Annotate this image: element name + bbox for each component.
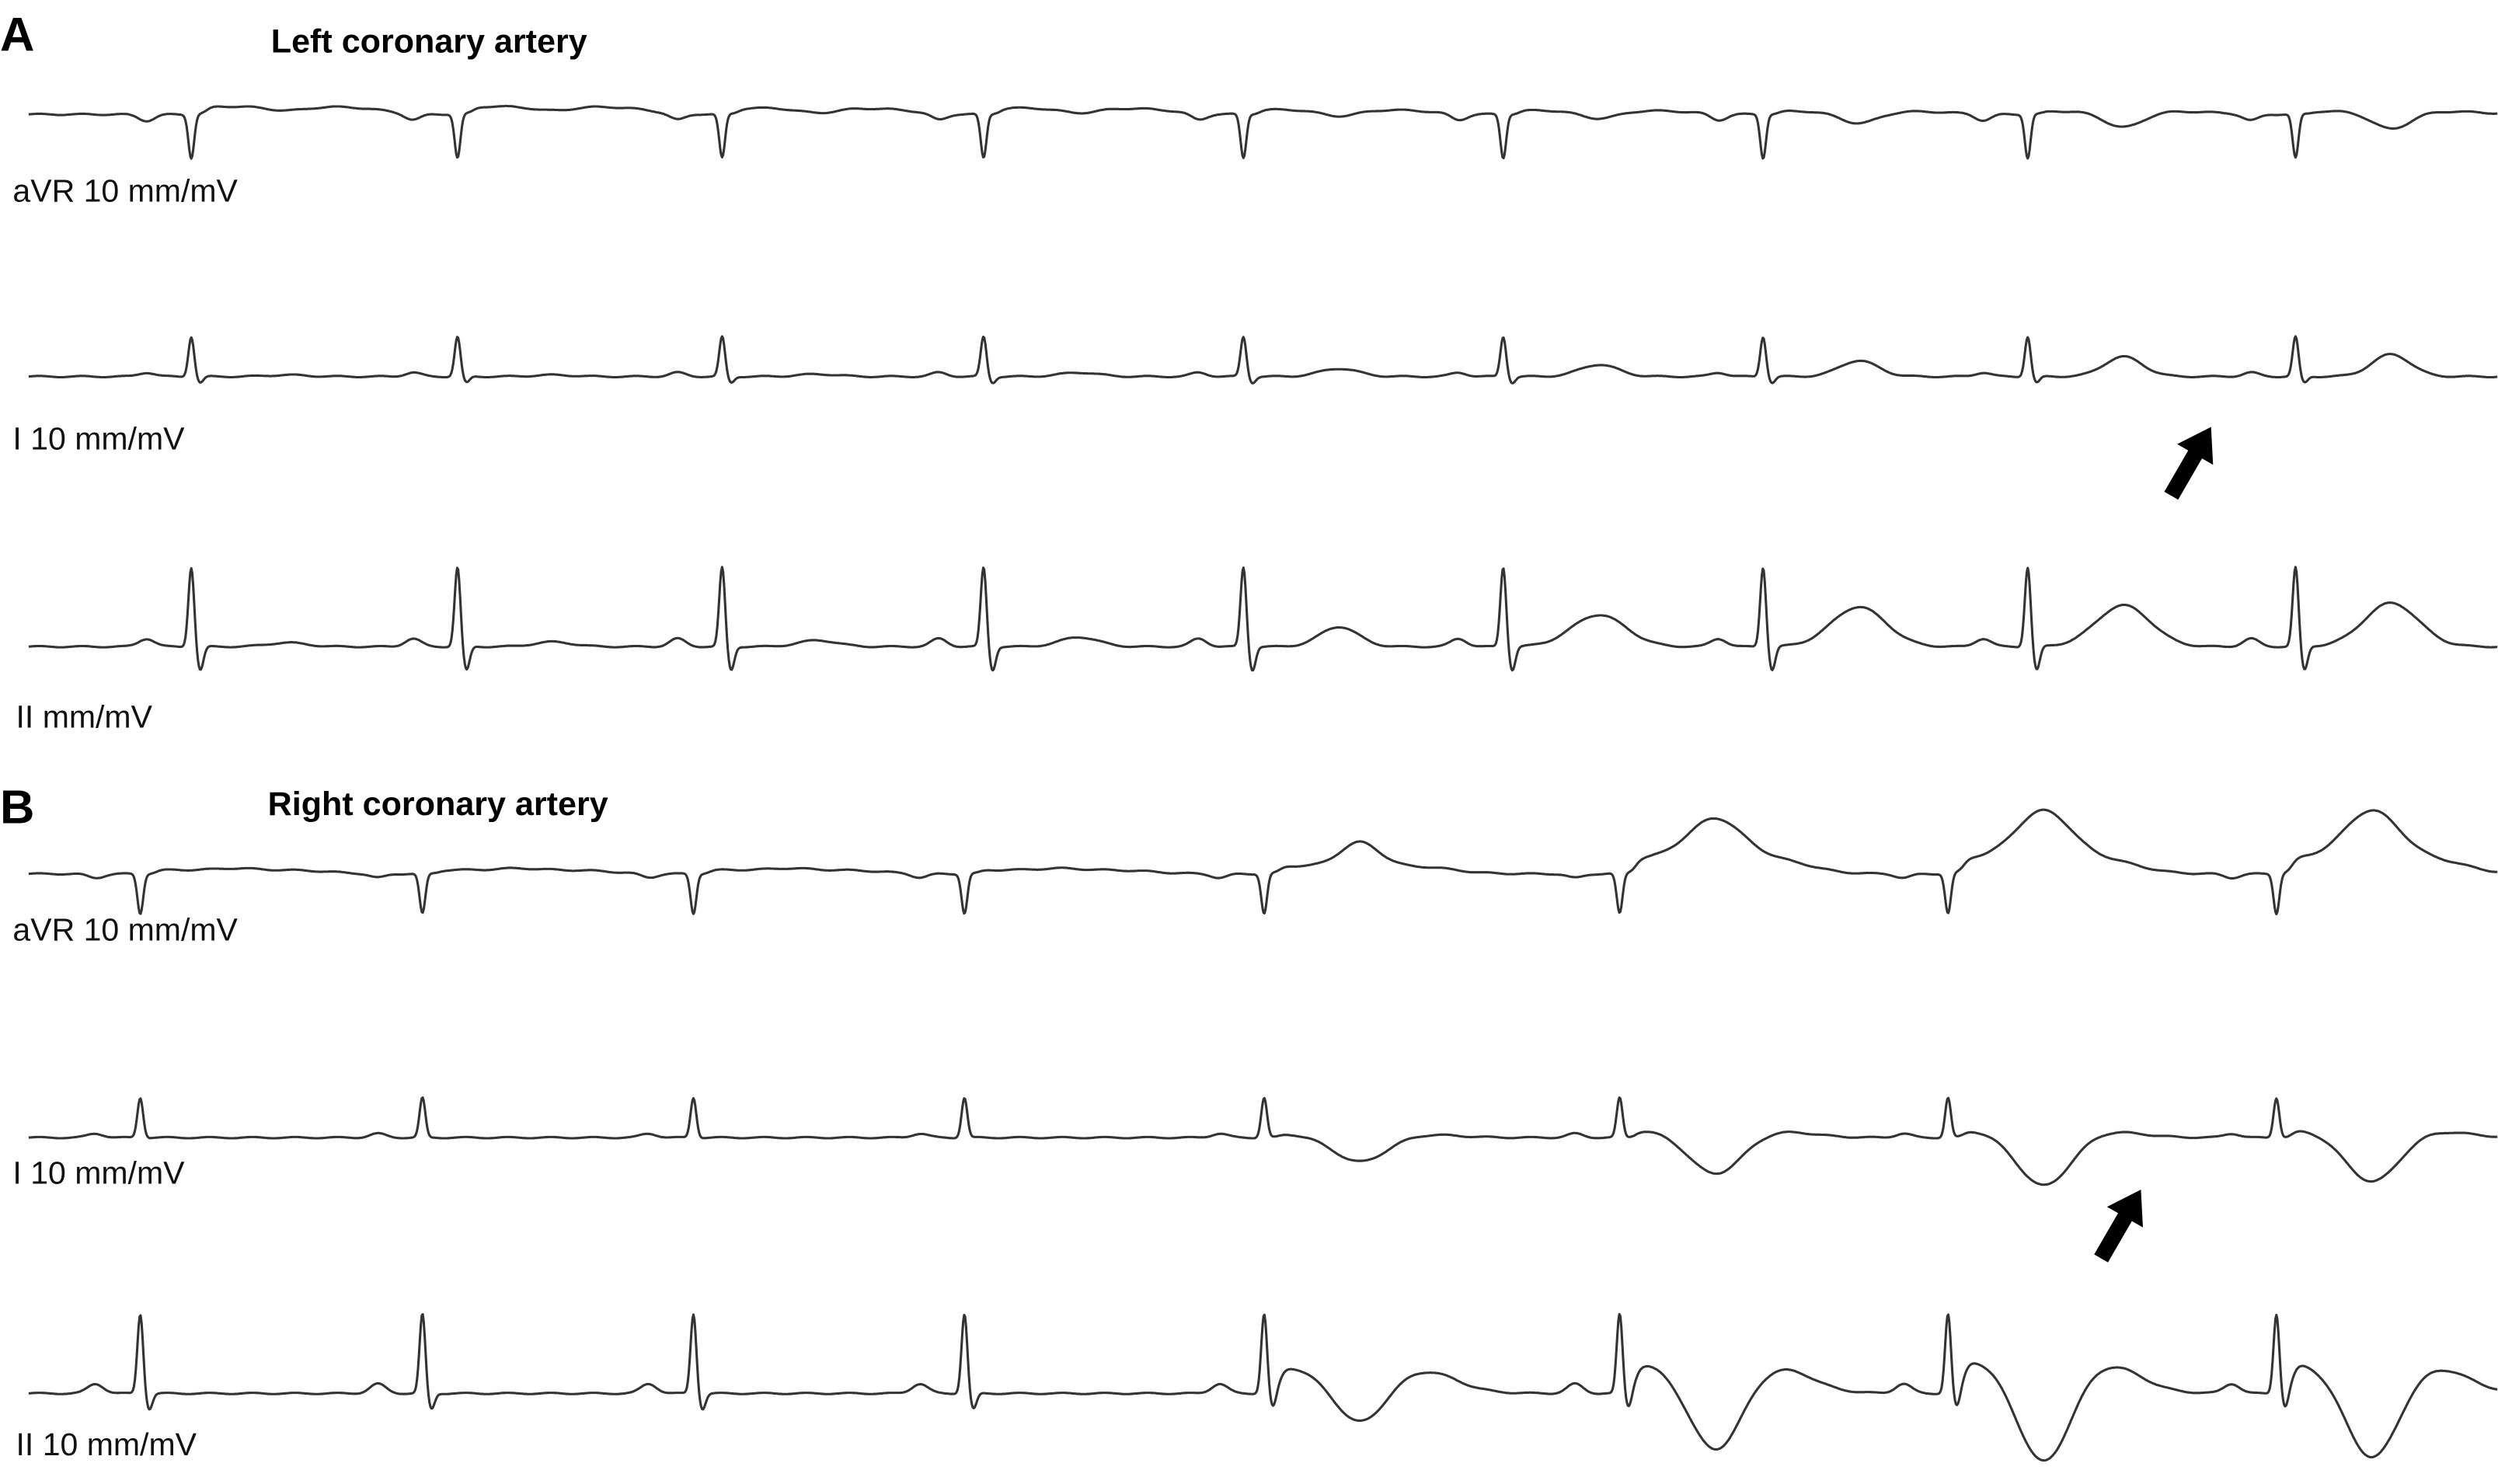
ecg-trace-a-ii: [28, 566, 2498, 672]
ecg-trace-a-i: [28, 335, 2498, 385]
lead-label-a-i: I 10 mm/mV: [12, 421, 185, 457]
lead-label-b-i: I 10 mm/mV: [12, 1155, 185, 1191]
ecg-trace-b-ii: [28, 1312, 2498, 1462]
panel-letter-a: A: [0, 9, 34, 62]
lead-label-a-ii: II mm/mV: [16, 699, 153, 735]
lead-label-b-ii: II 10 mm/mV: [16, 1427, 197, 1462]
ecg-trace-b-avr: [28, 808, 2498, 916]
ecg-trace-a-avr: [28, 104, 2498, 160]
ecg-trace-b-i: [28, 1096, 2498, 1186]
panel-a-title: Left coronary artery: [271, 23, 587, 61]
panel-letter-b: B: [0, 780, 34, 834]
lead-label-a-avr: aVR 10 mm/mV: [12, 173, 238, 209]
arrow-icon-a: [2164, 427, 2214, 500]
panel-b-title: Right coronary artery: [268, 786, 608, 823]
lead-label-b-avr: aVR 10 mm/mV: [12, 912, 238, 948]
arrow-icon-b: [2094, 1190, 2144, 1263]
